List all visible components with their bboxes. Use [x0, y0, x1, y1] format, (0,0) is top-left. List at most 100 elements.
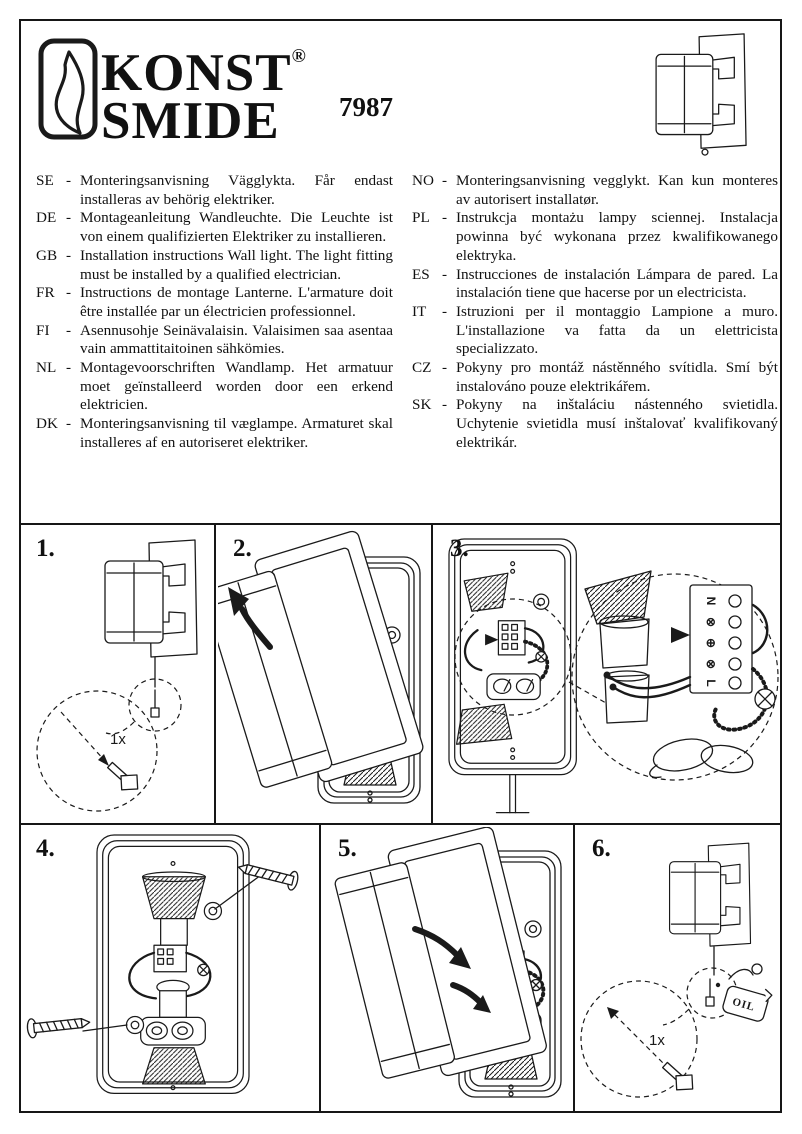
separator: -: [66, 321, 72, 339]
registered-mark-icon: ®: [291, 46, 306, 67]
screw-icon: [107, 761, 139, 791]
arrowhead-icon: [98, 754, 109, 766]
lamp-backplate: [448, 538, 577, 814]
separator: -: [442, 209, 448, 227]
bulb-cone: [141, 876, 206, 920]
arrowhead-icon: [485, 634, 499, 646]
detail-circle-small: [454, 598, 572, 716]
lang-code: SE: [36, 172, 54, 189]
count-label: 1x: [110, 731, 126, 748]
instruction-text: Instrukcja montażu lampy sciennej. Insta…: [456, 209, 778, 264]
lamp-backplate: [96, 834, 250, 1095]
screw-icon: [237, 864, 299, 891]
instruction-item: SE-Monteringsanvisning Vägglykta. Får en…: [36, 172, 393, 209]
mount-arrow: [412, 926, 460, 958]
terminal-label: L: [704, 679, 718, 686]
detail-circle-small: [128, 678, 182, 732]
screw-icon: [705, 978, 721, 1007]
step2-illustration: [218, 530, 424, 804]
separator: -: [442, 172, 448, 189]
separator: -: [66, 415, 72, 433]
instruction-text: Monteringsanvisning vegglykt. Kan kun mo…: [456, 172, 778, 208]
lang-code: GB: [36, 246, 58, 264]
separator: -: [66, 359, 72, 377]
step5-illustration: [334, 827, 562, 1098]
instruction-item: NL-Montagevoorschriften Wandlamp. Het ar…: [36, 359, 393, 415]
separator: -: [442, 359, 448, 377]
lang-code: ES: [412, 265, 430, 283]
instruction-text: Asennusohje Seinävalaisin. Valaisimen sa…: [80, 321, 393, 358]
lamp-symbol: ⊗: [704, 617, 718, 627]
separator: -: [66, 172, 72, 189]
instruction-text: Istruzioni per il montaggio Lampione a m…: [456, 302, 778, 358]
instruction-item: DK-Monteringsanvisning til væglampe. Arm…: [36, 415, 393, 452]
arrowhead-icon: [449, 947, 471, 969]
instruction-text: Monteringsanvisning Vägglykta. Får endas…: [80, 172, 393, 208]
terminal-block: [689, 584, 753, 694]
lang-code: PL: [412, 209, 430, 227]
step6-illustration: OIL 1x: [580, 842, 773, 1098]
instruction-text: Monteringsanvisning til væglampe. Armatu…: [80, 415, 393, 451]
oil-bottle-icon: OIL: [722, 985, 773, 1022]
grid-line: [573, 823, 575, 1113]
step-panel-6: 6.: [577, 827, 780, 1111]
step-number: 5.: [338, 835, 357, 862]
instruction-text: Installation instructions Wall light. Th…: [80, 246, 393, 283]
instruction-text: Instrucciones de instalación Lámpara de …: [456, 265, 778, 302]
count-label: 1x: [649, 1032, 665, 1049]
flame-icon: [38, 38, 98, 140]
screw-icon: [662, 1061, 694, 1091]
step1-illustration: 1x: [36, 539, 198, 812]
bulb-cone: [141, 1047, 206, 1085]
bulb-cone: [455, 703, 513, 745]
instructions-column-left: SE-Monteringsanvisning Vägglykta. Får en…: [36, 172, 393, 453]
step-panel-5: 5.: [323, 827, 571, 1111]
terminal-label: N: [704, 597, 718, 606]
step-number: 1.: [36, 535, 55, 562]
step-panel-1: 1.: [21, 527, 214, 821]
brand-line2: SMIDE: [101, 92, 280, 150]
instruction-item: FR-Instructions de montage Lanterne. L'a…: [36, 284, 393, 321]
step-number: 6.: [592, 835, 611, 862]
mounting-hole: [203, 901, 223, 921]
lamp-symbol: ⊗: [704, 659, 718, 669]
grid-line: [431, 523, 433, 825]
lang-code: CZ: [412, 359, 432, 377]
step4-illustration: [26, 834, 299, 1095]
separator: -: [442, 302, 448, 320]
instruction-text: Pokyny pro montáž nástěnného svítidla. S…: [456, 359, 778, 395]
instruction-text: Pokyny na inštaláciu nástenného svietidl…: [456, 396, 778, 451]
instruction-item: NO-Monteringsanvisning vegglykt. Kan kun…: [412, 172, 778, 209]
instruction-item: PL-Instrukcja montażu lampy sciennej. In…: [412, 209, 778, 265]
instruction-item: SK-Pokyny na inštaláciu nástenného sviet…: [412, 396, 778, 452]
lamp-cover: [218, 530, 424, 788]
separator: -: [442, 265, 448, 283]
grid-line: [214, 523, 216, 825]
wall-lamp-illustration: [655, 33, 747, 156]
separator: -: [66, 284, 72, 302]
detail-circle-large: [580, 980, 698, 1098]
instruction-text: Montagevoorschriften Wandlamp. Het armat…: [80, 359, 393, 414]
step-panel-4: 4.: [21, 827, 317, 1111]
screw-icon: [26, 1017, 91, 1039]
lang-code: DE: [36, 209, 57, 227]
earth-symbol: ⊕: [704, 638, 718, 648]
screw-icon: [150, 689, 160, 718]
step-number: 3.: [450, 535, 469, 562]
arrowhead-icon: [607, 1007, 619, 1019]
instruction-item: GB-Installation instructions Wall light.…: [36, 247, 393, 284]
step3-illustration: N ⊗ ⊕ ⊗ L: [448, 538, 779, 814]
instruction-item: IT-Istruzioni per il montaggio Lampione …: [412, 303, 778, 359]
instruction-text: Instructions de montage Lanterne. L'arma…: [80, 284, 393, 320]
detail-circle-large: [571, 573, 779, 781]
brand-line1: KONST®: [101, 44, 306, 102]
step-panel-3: 3.: [435, 527, 780, 821]
lang-code: NO: [412, 172, 434, 189]
lang-code: IT: [412, 302, 427, 320]
brand-logo: KONST® SMIDE: [101, 33, 306, 150]
separator: -: [66, 209, 72, 227]
arrowhead-icon: [473, 995, 491, 1013]
instruction-item: CZ-Pokyny pro montáž nástěnného svítidla…: [412, 359, 778, 396]
lang-code: DK: [36, 415, 58, 433]
